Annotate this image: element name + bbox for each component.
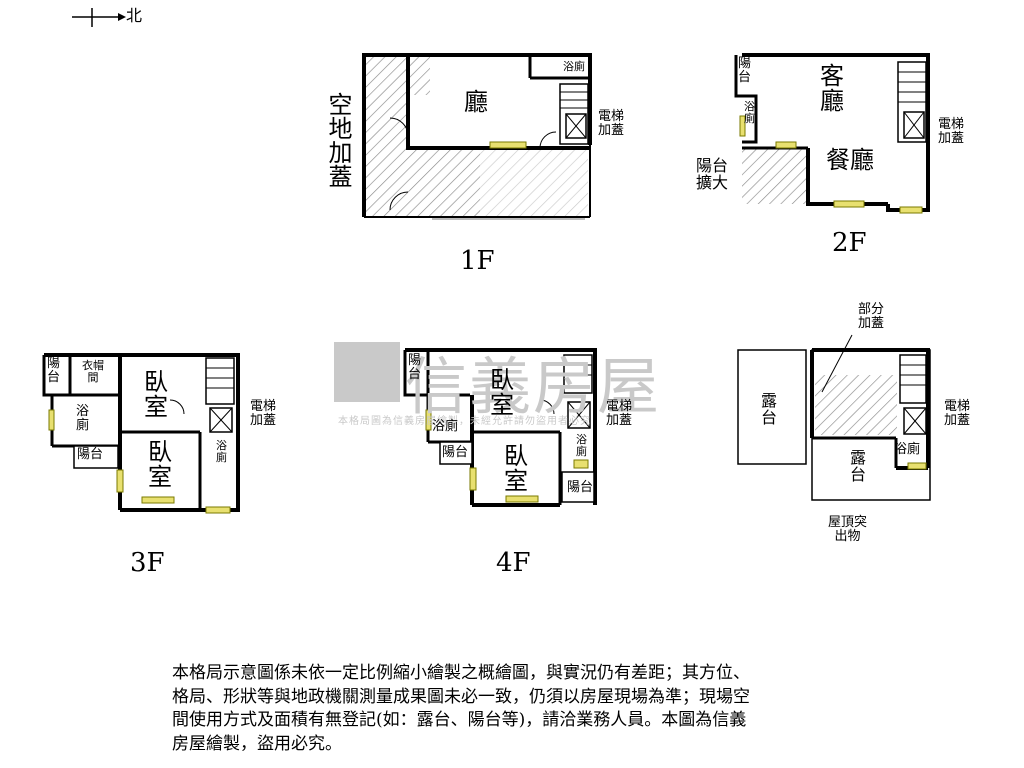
f1-bath-label: 浴廁: [563, 60, 585, 73]
f2-elevator-label: 電梯 加蓋: [938, 117, 965, 146]
hatch-partial-cover: [815, 375, 897, 435]
hatch-small: [408, 55, 430, 95]
f2-floor-label: 2F: [832, 228, 867, 258]
f4-bath2-label: 浴 廁: [576, 433, 587, 458]
hatch-balcony: [742, 148, 808, 204]
f4-bedroom2-label: 臥 室: [504, 442, 528, 496]
f3-bath1-label: 浴 廁: [76, 404, 90, 433]
f3-balcony-top-label: 陽 台: [47, 356, 61, 385]
f4-elevator-label: 電梯 加蓋: [606, 399, 633, 428]
f2-dining-label: 餐廳: [826, 146, 874, 174]
roof-terrace-left-label: 露 台: [761, 391, 778, 427]
roof-protrusion-label: 屋頂突 出物: [828, 515, 868, 544]
f3-bath2-label: 浴 廁: [216, 439, 227, 464]
f3-bedroom1-label: 臥 室: [144, 368, 168, 422]
f2-balcony-ext-label: 陽台 擴大: [696, 156, 729, 192]
floor-4f-plan: [403, 348, 597, 507]
f4-bath1-label: 浴廁: [432, 419, 459, 434]
roof-bath-label: 浴廁: [894, 442, 921, 457]
f2-bath-label: 浴 廁: [744, 100, 755, 125]
f3-floor-label: 3F: [130, 548, 165, 578]
compass-north-label: 北: [126, 6, 143, 25]
f4-balcony-right-label: 陽台: [567, 480, 594, 495]
f3-bedroom2-label: 臥 室: [148, 438, 172, 492]
disclaimer-text: 本格局示意圖係未依一定比例縮小繪製之概繪圖，與實況仍有差距；其方位、格局、形狀等…: [172, 663, 750, 754]
floor-roof-plan: [737, 334, 931, 501]
f3-closet-label: 衣帽 間: [82, 359, 104, 384]
f1-elevator-label: 電梯 加蓋: [598, 109, 625, 138]
f2-balcony-left-label: 陽 台: [738, 56, 752, 85]
f4-balcony-bottom-label: 陽台: [442, 445, 469, 460]
watermark-logo: [334, 342, 400, 402]
f4-balcony-top-label: 陽 台: [408, 353, 422, 382]
f1-open-space-label: 空地加蓋: [324, 92, 352, 188]
compass-arrow: [72, 8, 126, 27]
f4-bedroom1-label: 臥 室: [490, 366, 514, 420]
roof-terrace-bottom-label: 露 台: [850, 448, 867, 484]
f3-balcony-bottom-label: 陽台: [77, 447, 104, 462]
f2-living-label: 客 廳: [820, 62, 844, 116]
watermark-subtext: 本格局圖為信義房屋繪製，未經允許請勿盜用者必究: [338, 416, 591, 427]
roof-partial-label: 部分 加蓋: [858, 302, 885, 331]
floor-3f-plan: [42, 353, 240, 514]
floor-2f-plan: [734, 53, 930, 214]
roof-elevator-label: 電梯 加蓋: [944, 399, 971, 428]
f1-living-label: 廳: [464, 88, 488, 116]
f1-floor-label: 1F: [460, 246, 495, 276]
f3-elevator-label: 電梯 加蓋: [250, 399, 277, 428]
watermark-brand: 信義房屋: [405, 350, 662, 423]
hatch-open-space: [364, 55, 408, 217]
floor-1f-plan: [362, 53, 592, 220]
f4-floor-label: 4F: [496, 548, 531, 578]
